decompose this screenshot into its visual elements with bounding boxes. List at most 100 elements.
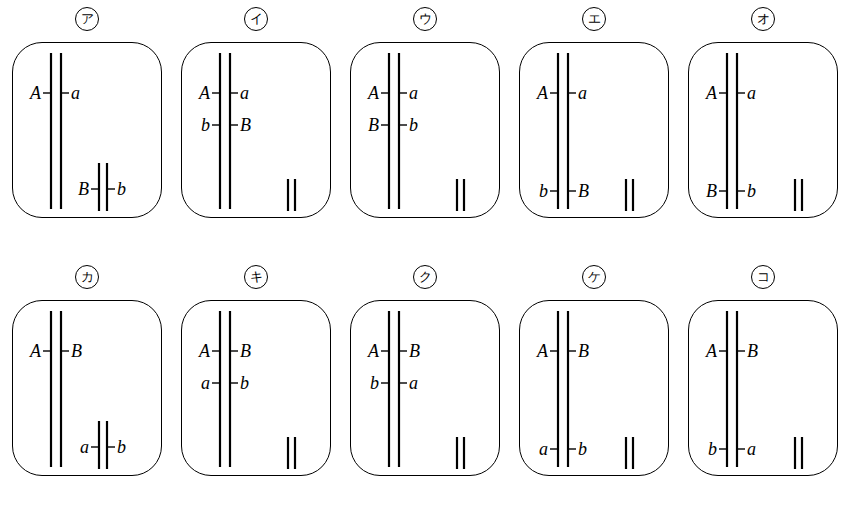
allele-label: B: [578, 182, 589, 200]
chromatid-line: [625, 179, 627, 211]
locus-tick: [91, 446, 99, 447]
chromatid-line: [106, 421, 108, 469]
chromatid-line: [801, 179, 803, 211]
chromatid-line: [557, 311, 559, 467]
chromatid-line: [60, 53, 62, 209]
cell-label: ア: [75, 7, 99, 31]
allele-label: b: [117, 180, 126, 198]
locus-tick: [719, 448, 727, 449]
locus-tick: [107, 188, 115, 189]
locus-tick: [550, 190, 558, 191]
allele-label: A: [368, 342, 379, 360]
allele-label: a: [240, 84, 249, 102]
chromatid-line: [388, 311, 390, 467]
chromatid-line: [229, 53, 231, 209]
chromatid-line: [294, 437, 296, 469]
allele-label: B: [578, 342, 589, 360]
chromatid-line: [398, 311, 400, 467]
cell-label: オ: [751, 7, 775, 31]
locus-tick: [568, 92, 576, 93]
cell-label: ウ: [413, 7, 437, 31]
cell-outline: エAabB: [519, 42, 669, 218]
locus-tick: [737, 190, 745, 191]
chromatid-line: [456, 179, 458, 211]
allele-label: B: [240, 342, 251, 360]
chromatid-line: [456, 437, 458, 469]
cell-outline: キABab: [181, 300, 331, 476]
chromatid-line: [388, 53, 390, 209]
chromatid-line: [726, 311, 728, 467]
chromatid-line: [287, 179, 289, 211]
allele-label: B: [71, 342, 82, 360]
cell-outline: クABba: [350, 300, 500, 476]
locus-tick: [212, 92, 220, 93]
allele-label: b: [747, 182, 756, 200]
cell-label: ケ: [582, 265, 606, 289]
chromatid-line: [632, 437, 634, 469]
allele-label: b: [240, 374, 249, 392]
locus-tick: [399, 382, 407, 383]
locus-tick: [230, 92, 238, 93]
locus-tick: [212, 350, 220, 351]
locus-tick: [61, 92, 69, 93]
allele-label: B: [747, 342, 758, 360]
allele-label: A: [537, 84, 548, 102]
cell-outline: カABab: [12, 300, 162, 476]
locus-tick: [91, 188, 99, 189]
allele-label: A: [706, 342, 717, 360]
locus-tick: [568, 448, 576, 449]
chromatid-line: [98, 163, 100, 211]
locus-tick: [737, 448, 745, 449]
allele-label: a: [747, 440, 756, 458]
allele-label: b: [409, 116, 418, 134]
cell-outline: アAaBb: [12, 42, 162, 218]
locus-tick: [107, 446, 115, 447]
locus-tick: [381, 350, 389, 351]
allele-label: b: [370, 374, 379, 392]
locus-tick: [212, 124, 220, 125]
chromatid-line: [736, 311, 738, 467]
allele-label: A: [537, 342, 548, 360]
chromatid-line: [794, 437, 796, 469]
locus-tick: [737, 350, 745, 351]
locus-tick: [550, 92, 558, 93]
locus-tick: [381, 124, 389, 125]
allele-label: a: [747, 84, 756, 102]
allele-label: a: [201, 374, 210, 392]
locus-tick: [212, 382, 220, 383]
allele-label: a: [80, 438, 89, 456]
cell-label: イ: [244, 7, 268, 31]
chromatid-line: [219, 53, 221, 209]
allele-label: A: [30, 84, 41, 102]
locus-tick: [230, 350, 238, 351]
allele-label: B: [409, 342, 420, 360]
chromatid-line: [726, 53, 728, 209]
allele-label: A: [199, 342, 210, 360]
cell-outline: ケABab: [519, 300, 669, 476]
cell-outline: ウAaBb: [350, 42, 500, 218]
allele-label: B: [368, 116, 379, 134]
allele-label: A: [199, 84, 210, 102]
cell-label: コ: [751, 265, 775, 289]
cell-outline: イAabB: [181, 42, 331, 218]
cell-outline: オAaBb: [688, 42, 838, 218]
cell-label: エ: [582, 7, 606, 31]
cell-outline: コABba: [688, 300, 838, 476]
allele-label: b: [539, 182, 548, 200]
chromatid-line: [50, 53, 52, 209]
locus-tick: [230, 382, 238, 383]
chromatid-line: [398, 53, 400, 209]
locus-tick: [719, 92, 727, 93]
locus-tick: [399, 124, 407, 125]
chromatid-line: [60, 311, 62, 467]
locus-tick: [568, 350, 576, 351]
locus-tick: [568, 190, 576, 191]
chromatid-line: [736, 53, 738, 209]
locus-tick: [550, 350, 558, 351]
locus-tick: [399, 92, 407, 93]
allele-label: a: [71, 84, 80, 102]
allele-label: b: [201, 116, 210, 134]
locus-tick: [43, 350, 51, 351]
chromatid-line: [794, 179, 796, 211]
